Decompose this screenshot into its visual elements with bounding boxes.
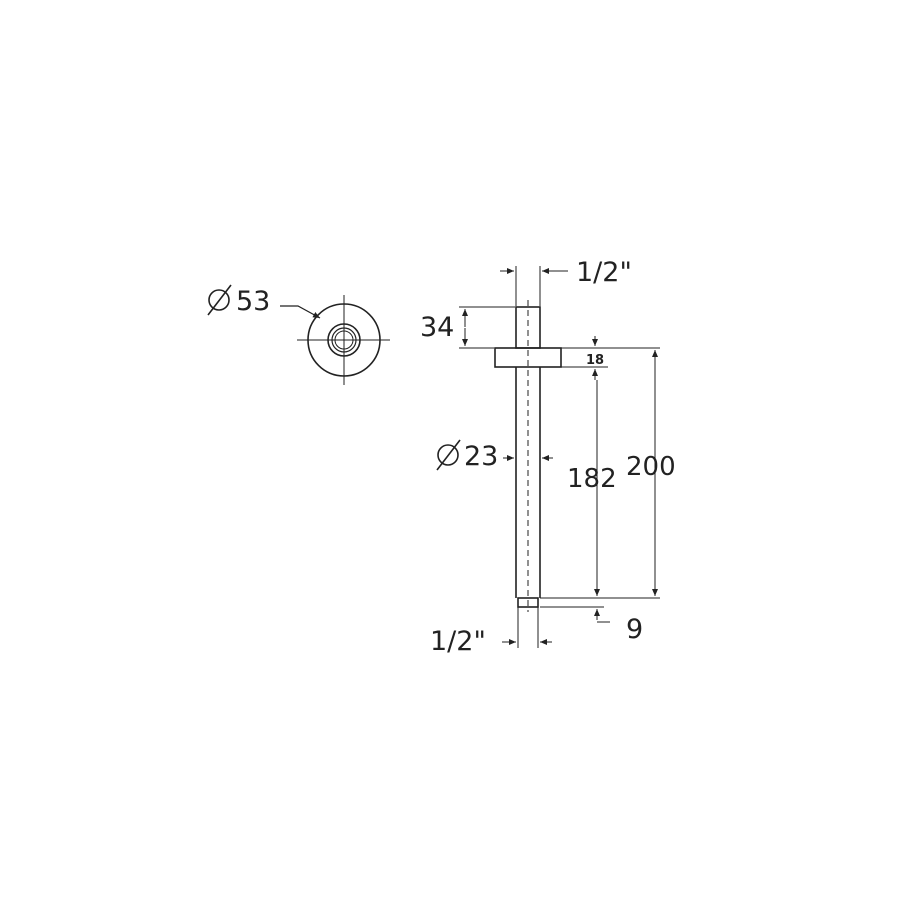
top-view [297,295,390,385]
diameter-symbol-icon [207,284,232,316]
pipe-length-label: 182 [567,464,617,494]
bottom-thread-dimension [502,607,552,648]
pipe-diameter-dimension: 23 [436,439,553,472]
total-length-label: 200 [626,452,676,482]
right-dimensions [540,336,660,623]
pipe-inner-circle [331,327,357,353]
bottom-length-label: 9 [626,614,643,645]
top-thread-label: 1/2" [576,257,632,288]
pipe-diameter-label: 23 [464,441,498,472]
top-length-label: 34 [420,312,454,343]
bottom-thread-stub [517,597,539,608]
flange-outer-circle [307,303,381,377]
bottom-thread-label: 1/2" [430,626,486,657]
top-length-dimension [459,306,515,349]
flange-side [494,347,562,368]
bore-circle [334,330,354,350]
flange-diameter-dimension: 53 [207,284,321,319]
flange-diameter-leader [280,305,321,319]
top-thread-dimension [500,266,568,306]
side-view [494,300,562,612]
pipe-outer-circle [327,323,361,357]
flange-diameter-label: 53 [236,286,270,317]
diameter-symbol-icon [436,439,461,471]
flange-thickness-label: 18 [586,353,604,368]
